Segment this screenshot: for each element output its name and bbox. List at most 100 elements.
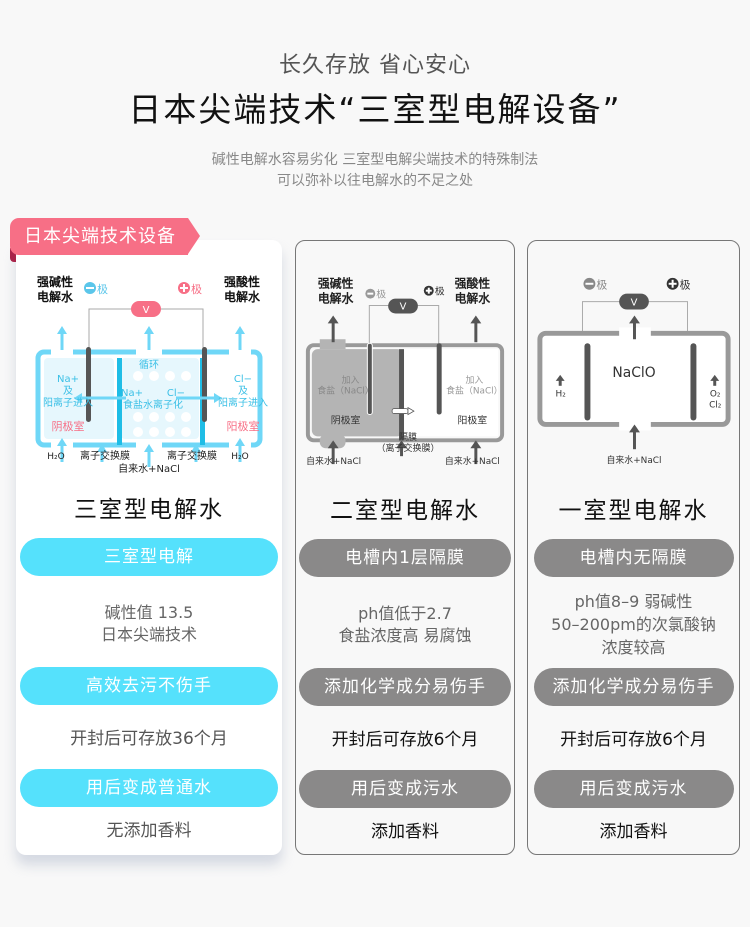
cathode-chamber-label: 阴极室 bbox=[331, 413, 361, 426]
right-gas-line1: O₂ bbox=[710, 390, 721, 400]
positive-pole-icon bbox=[423, 285, 434, 296]
anode-chamber-label: 阳极室 bbox=[458, 413, 488, 426]
membrane-label-line1: 隔膜 bbox=[398, 433, 417, 443]
one-chamber-diagram: 极 极 V NaClO H₂ O₂ Cl₂ 自来水+NaCl bbox=[528, 263, 739, 468]
voltage-label: V bbox=[400, 302, 407, 313]
input-label: 自来水+NaCl bbox=[606, 454, 661, 466]
info-shelf-life: 开封后可存放6个月 bbox=[560, 730, 707, 750]
left-output-line1: 强碱性 bbox=[37, 274, 73, 289]
pos-pole-label: 极 bbox=[191, 282, 202, 296]
left-ion-line2: 及 bbox=[63, 385, 73, 397]
tagline: 长久存放 省心安心 bbox=[279, 53, 471, 78]
anode-electrode bbox=[690, 343, 697, 421]
flow-arrows bbox=[327, 315, 482, 465]
right-ion-line3: 阳离子进入 bbox=[218, 396, 268, 409]
separator-membrane bbox=[399, 349, 405, 441]
pos-pole-label: 极 bbox=[680, 278, 691, 292]
info-shelf-life: 开封后可存放36个月 bbox=[70, 729, 228, 749]
left-output-line1: 强碱性 bbox=[318, 277, 354, 291]
info-shelf-life: 开封后可存放6个月 bbox=[331, 730, 479, 750]
left-ion-line3: 阳离子进入 bbox=[43, 396, 93, 409]
right-ion-line2: 及 bbox=[238, 385, 248, 397]
anode-electrode bbox=[202, 347, 207, 422]
right-output-line1: 强酸性 bbox=[224, 274, 260, 289]
negative-pole-icon bbox=[84, 282, 96, 294]
cathode-chamber-label: 阴极室 bbox=[52, 419, 85, 433]
feature-pill-after-use: 用后变成污水 bbox=[533, 770, 734, 808]
left-add-line1: 加入 bbox=[342, 375, 360, 386]
info-line: 日本尖端技术 bbox=[100, 625, 197, 644]
circulation-label: 循环 bbox=[139, 358, 159, 371]
feature-pill-method: 电槽内无隔膜 bbox=[533, 539, 734, 577]
anode-chamber-label: 阳极室 bbox=[227, 419, 260, 433]
left-add-line2: 食盐（NaCl） bbox=[317, 385, 373, 397]
two-chamber-diagram: 强碱性 电解水 强酸性 电解水 极 极 V bbox=[296, 263, 514, 468]
page-title: 日本尖端技术“三室型电解设备” bbox=[128, 90, 622, 129]
product-label: NaClO bbox=[612, 365, 655, 381]
ribbon-fold bbox=[10, 248, 16, 262]
info-line: 食盐浓度高 易腐蚀 bbox=[338, 626, 472, 645]
voltage-label: V bbox=[143, 305, 150, 316]
h2o-right-label: H₂O bbox=[231, 452, 248, 462]
card-title: 二室型电解水 bbox=[330, 498, 480, 524]
description-line-2: 可以弥补以往电解水的不足之处 bbox=[277, 173, 473, 189]
pos-pole-label: 极 bbox=[435, 285, 445, 298]
card-title: 三室型电解水 bbox=[74, 497, 224, 523]
left-output-line2: 电解水 bbox=[37, 289, 74, 304]
neg-pole-label: 极 bbox=[97, 282, 108, 296]
info-ph: 碱性值 13.5 日本尖端技术 bbox=[16, 602, 282, 646]
featured-badge: 日本尖端技术设备 bbox=[10, 218, 200, 255]
info-line: ph值低于2.7 bbox=[358, 604, 452, 623]
positive-pole-icon bbox=[178, 282, 190, 294]
input-right-label: 自来水+NaCl bbox=[445, 455, 500, 467]
right-ion-line1: Cl− bbox=[234, 374, 252, 385]
membrane-label: 隔膜 （离子交换膜） bbox=[296, 433, 514, 455]
negative-pole-icon bbox=[583, 277, 596, 290]
cathode-chamber bbox=[311, 349, 404, 437]
cathode-electrode bbox=[366, 342, 373, 416]
left-ion-line1: Na+ bbox=[57, 374, 79, 385]
card-title: 一室型电解水 bbox=[558, 498, 709, 524]
three-chamber-diagram: 强碱性 电解水 强酸性 电解水 极 极 V bbox=[16, 262, 282, 487]
card-one-chamber: 极 极 V NaClO H₂ O₂ Cl₂ 自来水+NaCl bbox=[527, 240, 740, 855]
feature-pill-after-use: 用后变成污水 bbox=[299, 770, 511, 808]
positive-pole-icon bbox=[666, 277, 679, 290]
card-two-chamber: 强碱性 电解水 强酸性 电解水 极 极 V bbox=[295, 240, 515, 855]
three-chamber-svg: 强碱性 电解水 强酸性 电解水 极 极 V bbox=[35, 274, 268, 487]
page-description: 碱性电解水容易劣化 三室型电解尖端技术的特殊制法 可以弥补以往电解水的不足之处 bbox=[0, 150, 750, 192]
left-ion-membrane bbox=[117, 358, 122, 445]
membrane-right-label: 离子交换膜 bbox=[167, 449, 217, 462]
center-cl-label: Cl− bbox=[167, 388, 185, 399]
feature-pill-safety: 添加化学成分易伤手 bbox=[299, 668, 511, 706]
info-line: 浓度较高 bbox=[601, 638, 666, 657]
membrane-label-line2: （离子交换膜） bbox=[376, 444, 440, 454]
right-output-line2: 电解水 bbox=[455, 292, 491, 306]
right-output-line1: 强酸性 bbox=[455, 277, 491, 291]
right-add-line2: 食盐（NaCl） bbox=[446, 385, 502, 397]
feature-pill-safety: 高效去污不伤手 bbox=[20, 667, 278, 705]
left-output-line2: 电解水 bbox=[318, 292, 354, 306]
one-chamber-svg: 极 极 V NaClO H₂ O₂ Cl₂ 自来水+NaCl bbox=[537, 277, 731, 466]
anode-electrode bbox=[436, 343, 442, 415]
neg-pole-label: 极 bbox=[376, 288, 386, 301]
left-gas-label: H₂ bbox=[556, 390, 567, 400]
info-ph: ph值8–9 弱碱性 50–200pm的次氯酸钠 浓度较高 bbox=[528, 590, 739, 659]
tank-outline bbox=[305, 343, 505, 443]
right-gas-line2: Cl₂ bbox=[709, 401, 722, 411]
ion-dots bbox=[133, 371, 191, 437]
h2o-left-label: H₂O bbox=[47, 452, 64, 462]
negative-pole-icon bbox=[365, 288, 376, 299]
voltage-meter-icon bbox=[131, 301, 161, 317]
info-ph: ph值低于2.7 食盐浓度高 易腐蚀 bbox=[296, 603, 514, 647]
voltage-label: V bbox=[631, 298, 638, 309]
feature-pill-method: 三室型电解 bbox=[20, 538, 278, 576]
info-line: ph值8–9 弱碱性 bbox=[574, 592, 693, 611]
two-chamber-svg: 强碱性 电解水 强酸性 电解水 极 极 V bbox=[305, 277, 505, 467]
feature-pill-safety: 添加化学成分易伤手 bbox=[533, 668, 734, 706]
ion-transfer-arrow-icon bbox=[391, 406, 415, 416]
info-fragrance: 添加香料 bbox=[371, 822, 439, 842]
input-label: 自来水+NaCl bbox=[118, 464, 180, 475]
cathode-electrode bbox=[86, 347, 91, 422]
right-output-line2: 电解水 bbox=[224, 289, 261, 304]
description-line-1: 碱性电解水容易劣化 三室型电解尖端技术的特殊制法 bbox=[211, 152, 539, 168]
